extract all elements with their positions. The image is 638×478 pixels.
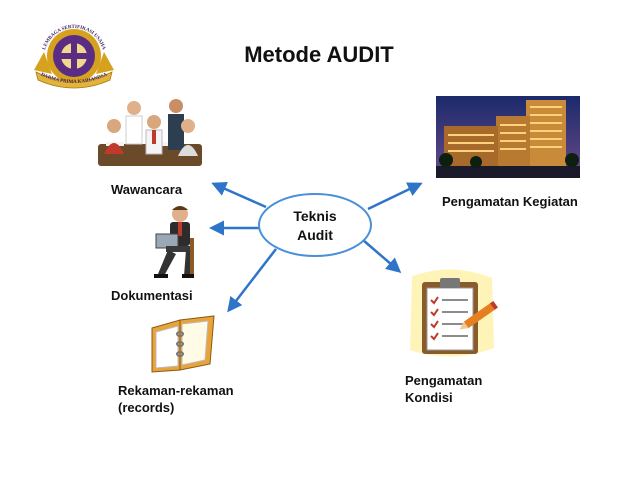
center-node-label: Teknis Audit xyxy=(293,208,337,243)
arrow-to-pengamatan-kegiatan xyxy=(367,182,423,211)
hotel-building-illustration xyxy=(436,96,580,178)
clipboard-checklist-illustration xyxy=(410,269,498,357)
node-dokumentasi: Dokumentasi xyxy=(111,288,193,303)
arrow-to-wawancara xyxy=(211,181,267,209)
node-pengamatan-kondisi: Pengamatan Kondisi xyxy=(405,373,483,405)
page-title: Metode AUDIT xyxy=(244,42,394,67)
laptop-user-illustration xyxy=(154,206,194,278)
meeting-people-illustration xyxy=(98,99,202,166)
node-pengamatan-kegiatan: Pengamatan Kegiatan xyxy=(442,194,578,209)
arrow-to-rekaman xyxy=(227,248,277,313)
node-rekaman: Rekaman-rekaman (records) xyxy=(118,383,234,415)
center-ellipse xyxy=(258,193,372,257)
organization-logo: LEMBAGA SERTIFIKASI USAHA DARMA PRIMA KA… xyxy=(34,25,114,89)
arrow-to-pengamatan-kondisi xyxy=(362,239,402,273)
node-wawancara: Wawancara xyxy=(111,182,183,197)
binder-illustration xyxy=(151,315,215,373)
